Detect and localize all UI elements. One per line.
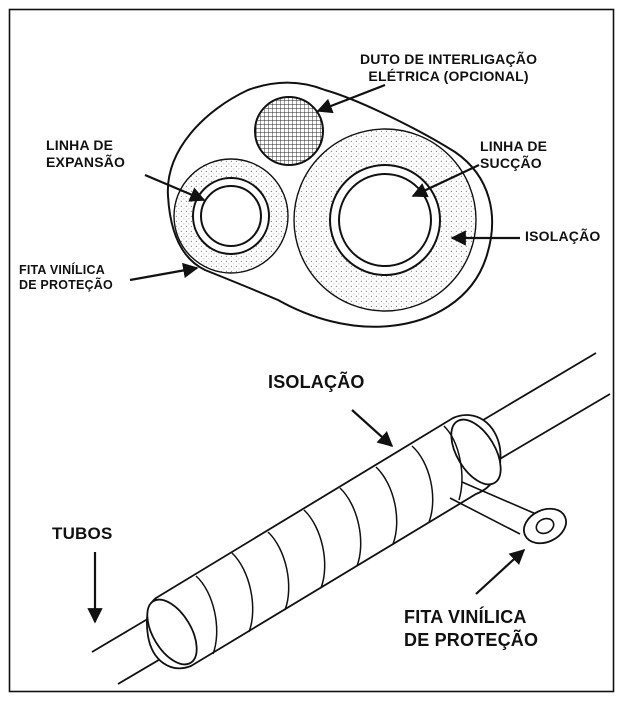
vinyl-tape-bottom-arrow bbox=[475, 548, 526, 595]
conduit-arrow bbox=[316, 83, 386, 114]
expansion-line-bore bbox=[200, 185, 262, 247]
suction-label-line1: LINHA DE bbox=[480, 138, 548, 154]
insulation-top-label: ISOLAÇÃO bbox=[525, 228, 601, 245]
expansion-label-line2: EXPANSÃO bbox=[46, 153, 126, 170]
suction-line-label: LINHA DE SUCÇÃO bbox=[480, 138, 547, 171]
vinyl-tape-top-arrow bbox=[129, 262, 199, 282]
wrapped-line-set bbox=[87, 352, 611, 685]
conduit-label-line1: DUTO DE INTERLIGAÇÃO bbox=[360, 51, 538, 67]
vinyl-bottom-line1: FITA VINÍLICA bbox=[404, 607, 527, 627]
tape-spiral bbox=[195, 425, 463, 655]
insulation-bottom-label: ISOLAÇÃO bbox=[268, 372, 365, 393]
suction-line-bore bbox=[338, 173, 432, 267]
suction-label-line2: SUCÇÃO bbox=[480, 154, 542, 171]
insulation-bottom-text: ISOLAÇÃO bbox=[268, 372, 365, 392]
vinyl-top-line1: FITA VINÍLICA bbox=[19, 263, 105, 277]
insulation-sleeve bbox=[145, 414, 502, 670]
electrical-conduit bbox=[254, 96, 324, 166]
vinyl-bottom-line2: DE PROTEÇÃO bbox=[404, 629, 539, 650]
insulation-bottom-arrow bbox=[351, 409, 394, 448]
sleeve-end-left bbox=[146, 598, 198, 666]
insulation-top-text: ISOLAÇÃO bbox=[525, 228, 601, 244]
loose-tape-strip bbox=[449, 481, 537, 535]
expansion-label-line1: LINHA DE bbox=[46, 137, 114, 153]
vinyl-top-line2: DE PROTEÇÃO bbox=[19, 277, 113, 292]
conduit-label: DUTO DE INTERLIGAÇÃO ELÉTRICA (OPCIONAL) bbox=[360, 51, 537, 84]
suction-arrow bbox=[411, 164, 480, 198]
tubes-text: TUBOS bbox=[52, 524, 113, 543]
tape-roll-core bbox=[535, 517, 555, 535]
expansion-arrow bbox=[144, 173, 206, 202]
conduit-label-line2: ELÉTRICA (OPCIONAL) bbox=[368, 67, 529, 84]
vinyl-tape-bottom-label: FITA VINÍLICA DE PROTEÇÃO bbox=[404, 606, 538, 651]
outer-frame bbox=[8, 8, 615, 693]
cross-section bbox=[129, 81, 520, 328]
vinyl-tape-top-label: FITA VINÍLICA DE PROTEÇÃO bbox=[19, 263, 113, 293]
tubes-label: TUBOS bbox=[52, 524, 113, 544]
expansion-line-label: LINHA DE EXPANSÃO bbox=[46, 137, 125, 170]
